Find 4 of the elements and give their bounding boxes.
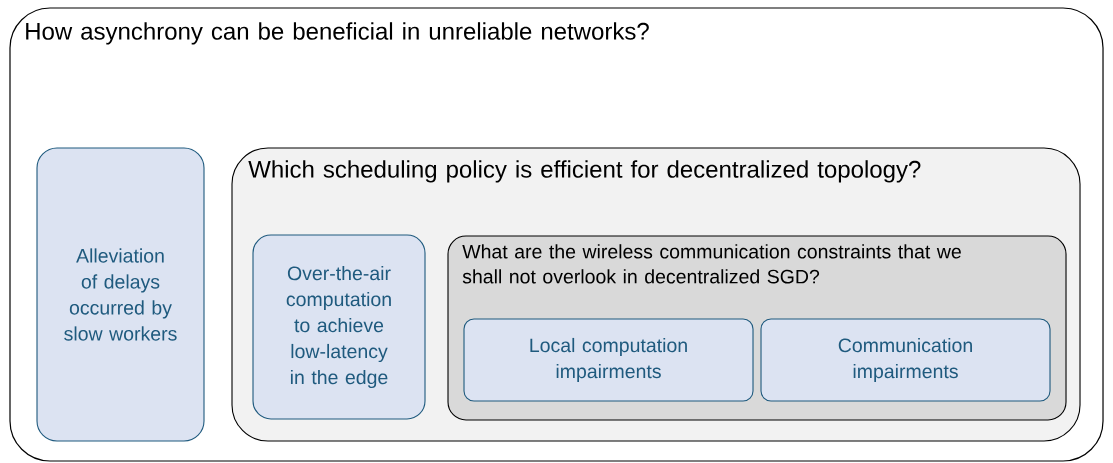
- topic-box: Over-the-air computation to achieve low-latency in the edge: [252, 234, 426, 420]
- topic-box: Communication impairments: [760, 318, 1051, 402]
- topic-box: Local computation impairments: [463, 318, 754, 402]
- topic-box: Alleviation of delays occurred by slow workers: [36, 147, 205, 442]
